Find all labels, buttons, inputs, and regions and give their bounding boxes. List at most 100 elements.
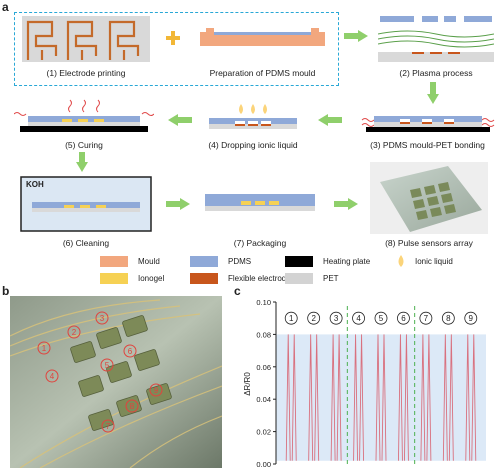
sensor-number-circle: [37, 341, 51, 355]
sensor-number-text: 4: [50, 372, 55, 381]
sensor-number-circle: [125, 399, 139, 413]
curing-illustration: [14, 99, 154, 132]
sensor-number-text: 2: [72, 328, 77, 337]
legend-label: PET: [323, 274, 339, 283]
chart-group-circle: [374, 311, 388, 325]
chart-group-label: 8: [441, 311, 455, 325]
sensor-pad: [122, 315, 148, 337]
electrode-printing-illustration: [22, 16, 150, 62]
chart-group-dividers: [346, 306, 416, 464]
chart-group-text: 2: [311, 314, 316, 323]
chart-y-tick-label: 0.02: [256, 428, 271, 437]
sensor-number-circle: [123, 344, 137, 358]
legend-swatch: [285, 273, 313, 284]
chart-pulse-line: [403, 334, 409, 461]
chart-group-label: 4: [352, 311, 365, 325]
sensor-pad: [70, 341, 96, 363]
sensor-number-label: 1: [37, 341, 51, 355]
arrow-right-icon: [334, 198, 358, 210]
panel-label-a: a: [2, 0, 9, 14]
chart-pulse-line: [330, 334, 336, 461]
chart-background-band: [276, 334, 486, 461]
legend-item-pet: PET: [285, 273, 339, 284]
step1b-label: Preparation of PDMS mould: [209, 68, 316, 78]
chart-y-tick-label: 0.10: [256, 298, 271, 307]
chart-group-text: 8: [446, 314, 451, 323]
sensor-number-text: 3: [100, 314, 105, 323]
step5-label: (5) Curing: [65, 140, 103, 150]
chart-group-label: 7: [419, 311, 433, 325]
legend-item-flexible-electrode: Flexible electrode: [190, 273, 291, 284]
sensor-number-circle: [100, 358, 114, 372]
cleaning-illustration: [20, 176, 152, 232]
chart-group-circle: [441, 311, 455, 325]
chart-group-circle: [307, 311, 321, 325]
step1-label: (1) Electrode printing: [46, 68, 126, 78]
chart-group-label: 1: [284, 311, 298, 325]
legend-label: Ionogel: [138, 274, 165, 283]
step3-label: (3) PDMS mould-PET bonding: [370, 140, 485, 150]
chart-pulse-line: [308, 334, 314, 461]
step7-label: (7) Packaging: [233, 238, 287, 248]
chart-pulse-line: [359, 334, 365, 461]
chart-group-text: 3: [334, 314, 339, 323]
sensor-number-circle: [149, 383, 163, 397]
sensor-number-text: 9: [154, 386, 159, 395]
legend-swatch: [100, 273, 128, 284]
pulse-sensors-photo: [370, 162, 488, 234]
legend-item-heating-plate: Heating plate: [285, 256, 370, 267]
legend-swatch: [190, 273, 218, 284]
chart-group-text: 6: [401, 314, 406, 323]
legend-swatch: [190, 256, 218, 267]
chart-group-circle: [397, 311, 410, 325]
sensor-number-circle: [101, 419, 115, 433]
sensor-number-label: 5: [100, 358, 114, 372]
chart-group-circle: [419, 311, 433, 325]
sensor-number-label: 9: [149, 383, 163, 397]
step2-label: (2) Plasma process: [399, 68, 473, 78]
chart-group-label: 2: [307, 311, 321, 325]
panel-label-b: b: [2, 284, 10, 298]
sensor-pad: [78, 375, 104, 397]
bonding-illustration: [361, 116, 495, 132]
chart-pulse-line: [397, 334, 403, 461]
chart-pulse-line: [465, 334, 471, 461]
sensor-number-label: 3: [95, 311, 109, 325]
sensor-number-text: 6: [128, 347, 133, 356]
chart-pulse-line: [426, 334, 432, 461]
chart-y-tick-label: 0.06: [256, 363, 271, 372]
sensor-number-label: 7: [101, 419, 115, 433]
arrow-left-icon: [168, 114, 192, 126]
legend-item-ionic-liquid: Ionic liquid: [396, 255, 453, 267]
chart-pulse-line: [285, 334, 291, 461]
sensor-number-labels: 1 2 3 4 5 6 7 8 9: [37, 311, 163, 433]
chart-group-circle: [464, 311, 478, 325]
legend-item-pdms: PDMS: [190, 256, 251, 267]
legend-label: Flexible electrode: [228, 274, 291, 283]
chart-pulse-line: [353, 334, 359, 461]
legend-item-ionogel: Ionogel: [100, 273, 164, 284]
step1-frame: [14, 12, 339, 86]
sensor-number-label: 2: [67, 325, 81, 339]
koh-label: KOH: [26, 180, 44, 189]
pdms-mould-illustration: [200, 28, 325, 46]
chart-group-label: 9: [464, 311, 478, 325]
chart-y-axis-label: ΔR/R0: [243, 372, 252, 396]
chart-group-circle: [284, 311, 298, 325]
sensor-array-photo: 1 2 3 4 5 6 7 8 9: [10, 296, 222, 468]
chart-pulse-line: [471, 334, 477, 461]
legend-label: Mould: [138, 257, 160, 266]
chart-group-circle: [329, 311, 343, 325]
chart-y-tick-label: 0.04: [256, 395, 271, 404]
chart-y-tick-label: 0.08: [256, 330, 271, 339]
sensor-number-text: 7: [106, 422, 111, 431]
chart-group-text: 9: [469, 314, 474, 323]
step6-label: (6) Cleaning: [62, 238, 110, 248]
arrow-down-icon: [76, 152, 88, 172]
chart-pulse-line: [314, 334, 320, 461]
sensor-number-label: 8: [125, 399, 139, 413]
sensor-pad: [96, 327, 122, 349]
sensor-pad: [146, 383, 172, 405]
ionic-liquid-drop-icon: [398, 255, 404, 267]
